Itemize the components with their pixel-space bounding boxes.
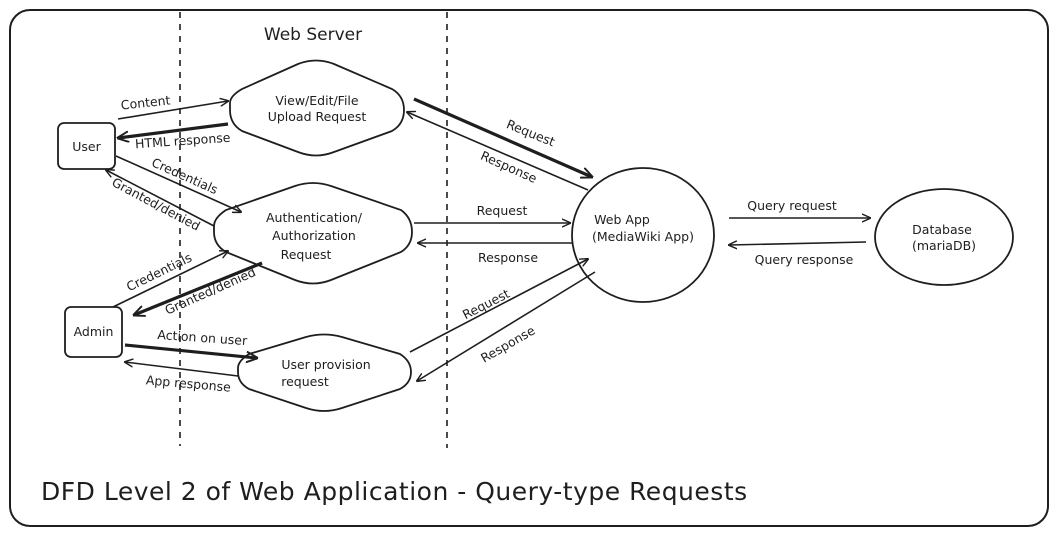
user-entity-label: User (72, 139, 101, 154)
admin-credentials-flow (112, 251, 228, 308)
request-3-flow (409, 259, 588, 353)
user-provision-process (237, 333, 412, 412)
admin-entity-label: Admin (74, 324, 114, 339)
view-edit-label-1: View/Edit/File (275, 93, 359, 108)
app-response-flow (125, 362, 239, 377)
auth-label-3: Request (281, 247, 332, 262)
response-3-flow (417, 271, 596, 381)
request-1-flow (413, 97, 592, 177)
webapp-label-1: Web App (594, 212, 650, 227)
view-edit-process (229, 59, 405, 157)
auth-label-1: Authentication/ (266, 210, 363, 225)
action-on-user-flow (124, 343, 257, 358)
auth-label-2: Authorization (272, 228, 356, 243)
admin-entity (64, 306, 123, 358)
webapp-node (571, 167, 715, 303)
html-response-flow (118, 122, 229, 138)
database-label-2: (mariaDB) (912, 238, 976, 253)
app-response-label: App response (145, 372, 231, 394)
view-edit-label-2: Upload Request (268, 109, 367, 124)
content-flow (117, 101, 228, 120)
response-1-flow (407, 112, 589, 191)
query-request-label: Query request (747, 198, 837, 213)
content-flow-label: Content (120, 92, 171, 112)
user-granted-flow (106, 170, 215, 227)
diagram-caption: DFD Level 2 of Web Application - Query-t… (41, 477, 748, 506)
html-response-flow-label: HTML response (135, 130, 232, 152)
database-node (874, 188, 1014, 286)
database-label-1: Database (912, 222, 972, 237)
admin-granted-flow (134, 261, 263, 315)
provision-label-2: request (281, 374, 329, 389)
provision-label-1: User provision (281, 357, 370, 372)
query-response-label: Query response (755, 252, 854, 267)
action-on-user-label: Action on user (157, 327, 249, 348)
query-response-flow (729, 242, 867, 245)
webapp-label-2: (MediaWiki App) (592, 229, 694, 244)
user-credentials-flow (115, 155, 241, 212)
response-2-label: Response (478, 250, 538, 265)
user-entity (57, 122, 116, 170)
web-server-title: Web Server (264, 25, 362, 45)
request-2-label: Request (477, 203, 528, 218)
